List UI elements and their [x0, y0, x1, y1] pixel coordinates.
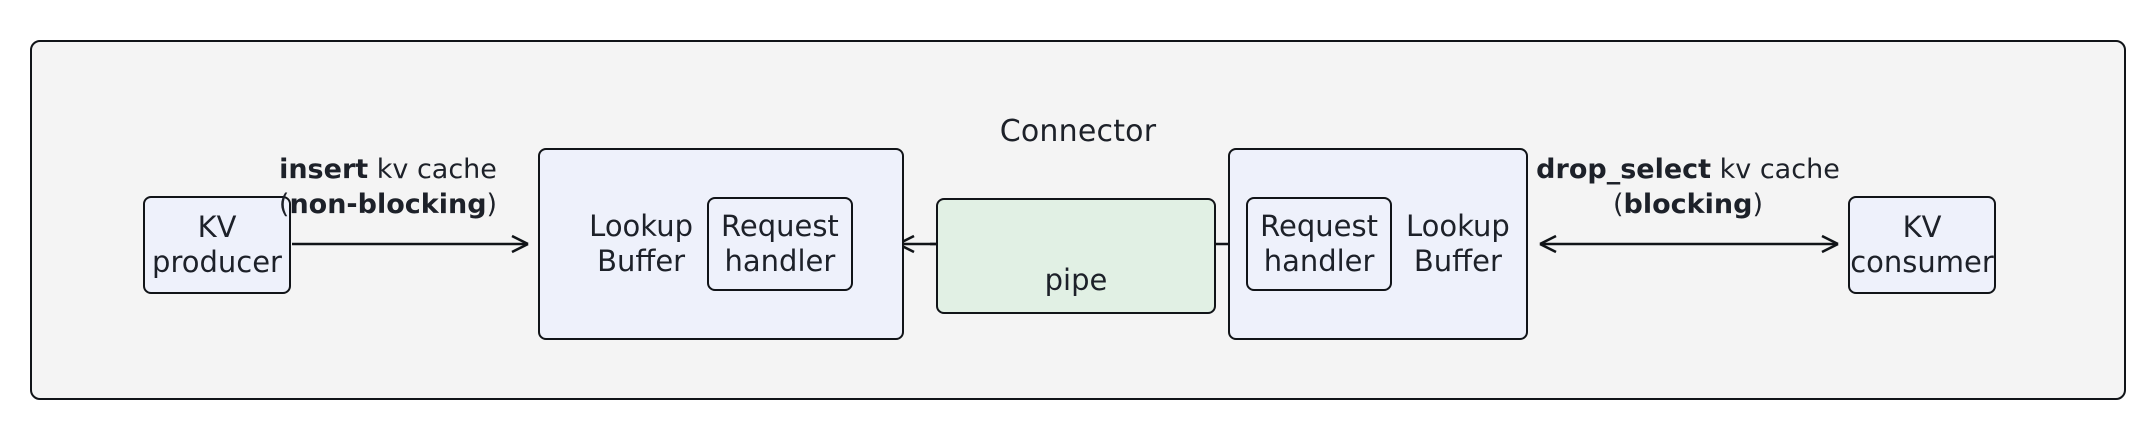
lookup-buffer-right-label: Lookup Buffer: [1405, 208, 1510, 278]
lookup-buffer-left-contents: Lookup Buffer Request handler: [540, 150, 902, 338]
edge-label-drop-rest: kv cache: [1711, 154, 1840, 185]
lookup-buffer-left-label: Lookup Buffer: [589, 208, 693, 278]
kv-consumer-node[interactable]: KV consumer: [1848, 196, 1996, 294]
edge-label-insert-line2: (non-blocking): [238, 187, 538, 222]
edge-label-insert-suffix: ): [486, 189, 498, 221]
edge-label-insert: insert kv cache (non-blocking): [238, 152, 538, 222]
edge-label-insert-prefix: (: [278, 189, 290, 221]
lookup-buffer-left-node[interactable]: Lookup Buffer Request handler: [538, 148, 904, 340]
container-title: Connector: [999, 114, 1157, 149]
edge-label-insert-line1: insert kv cache: [238, 152, 538, 187]
request-handler-left-node[interactable]: Request handler: [707, 196, 853, 292]
kv-consumer-label: KV consumer: [1850, 209, 1994, 279]
edge-label-drop-line1: drop_select kv cache: [1528, 152, 1848, 187]
edge-label-drop-mode: blocking: [1623, 189, 1753, 221]
lookup-buffer-right-node[interactable]: Request handler Lookup Buffer: [1228, 148, 1528, 340]
edge-label-drop-prefix: (: [1613, 189, 1624, 221]
lookup-buffer-right-contents: Request handler Lookup Buffer: [1230, 150, 1526, 338]
edge-label-drop-suffix: ): [1752, 189, 1763, 221]
edge-label-drop-bold: drop_select: [1536, 154, 1712, 185]
edge-label-insert-mode: non-blocking: [289, 189, 487, 221]
edge-label-insert-rest: kv cache: [368, 154, 497, 185]
pipe-node[interactable]: pipe: [936, 198, 1216, 314]
edge-label-insert-bold: insert: [279, 154, 369, 185]
kv-producer-node[interactable]: KV producer: [143, 196, 291, 294]
edge-label-drop-select: drop_select kv cache (blocking): [1528, 152, 1848, 222]
edge-label-drop-line2: (blocking): [1528, 187, 1848, 222]
kv-producer-label: KV producer: [152, 209, 282, 279]
pipe-label: pipe: [1044, 262, 1108, 297]
request-handler-right-node[interactable]: Request handler: [1246, 196, 1392, 292]
